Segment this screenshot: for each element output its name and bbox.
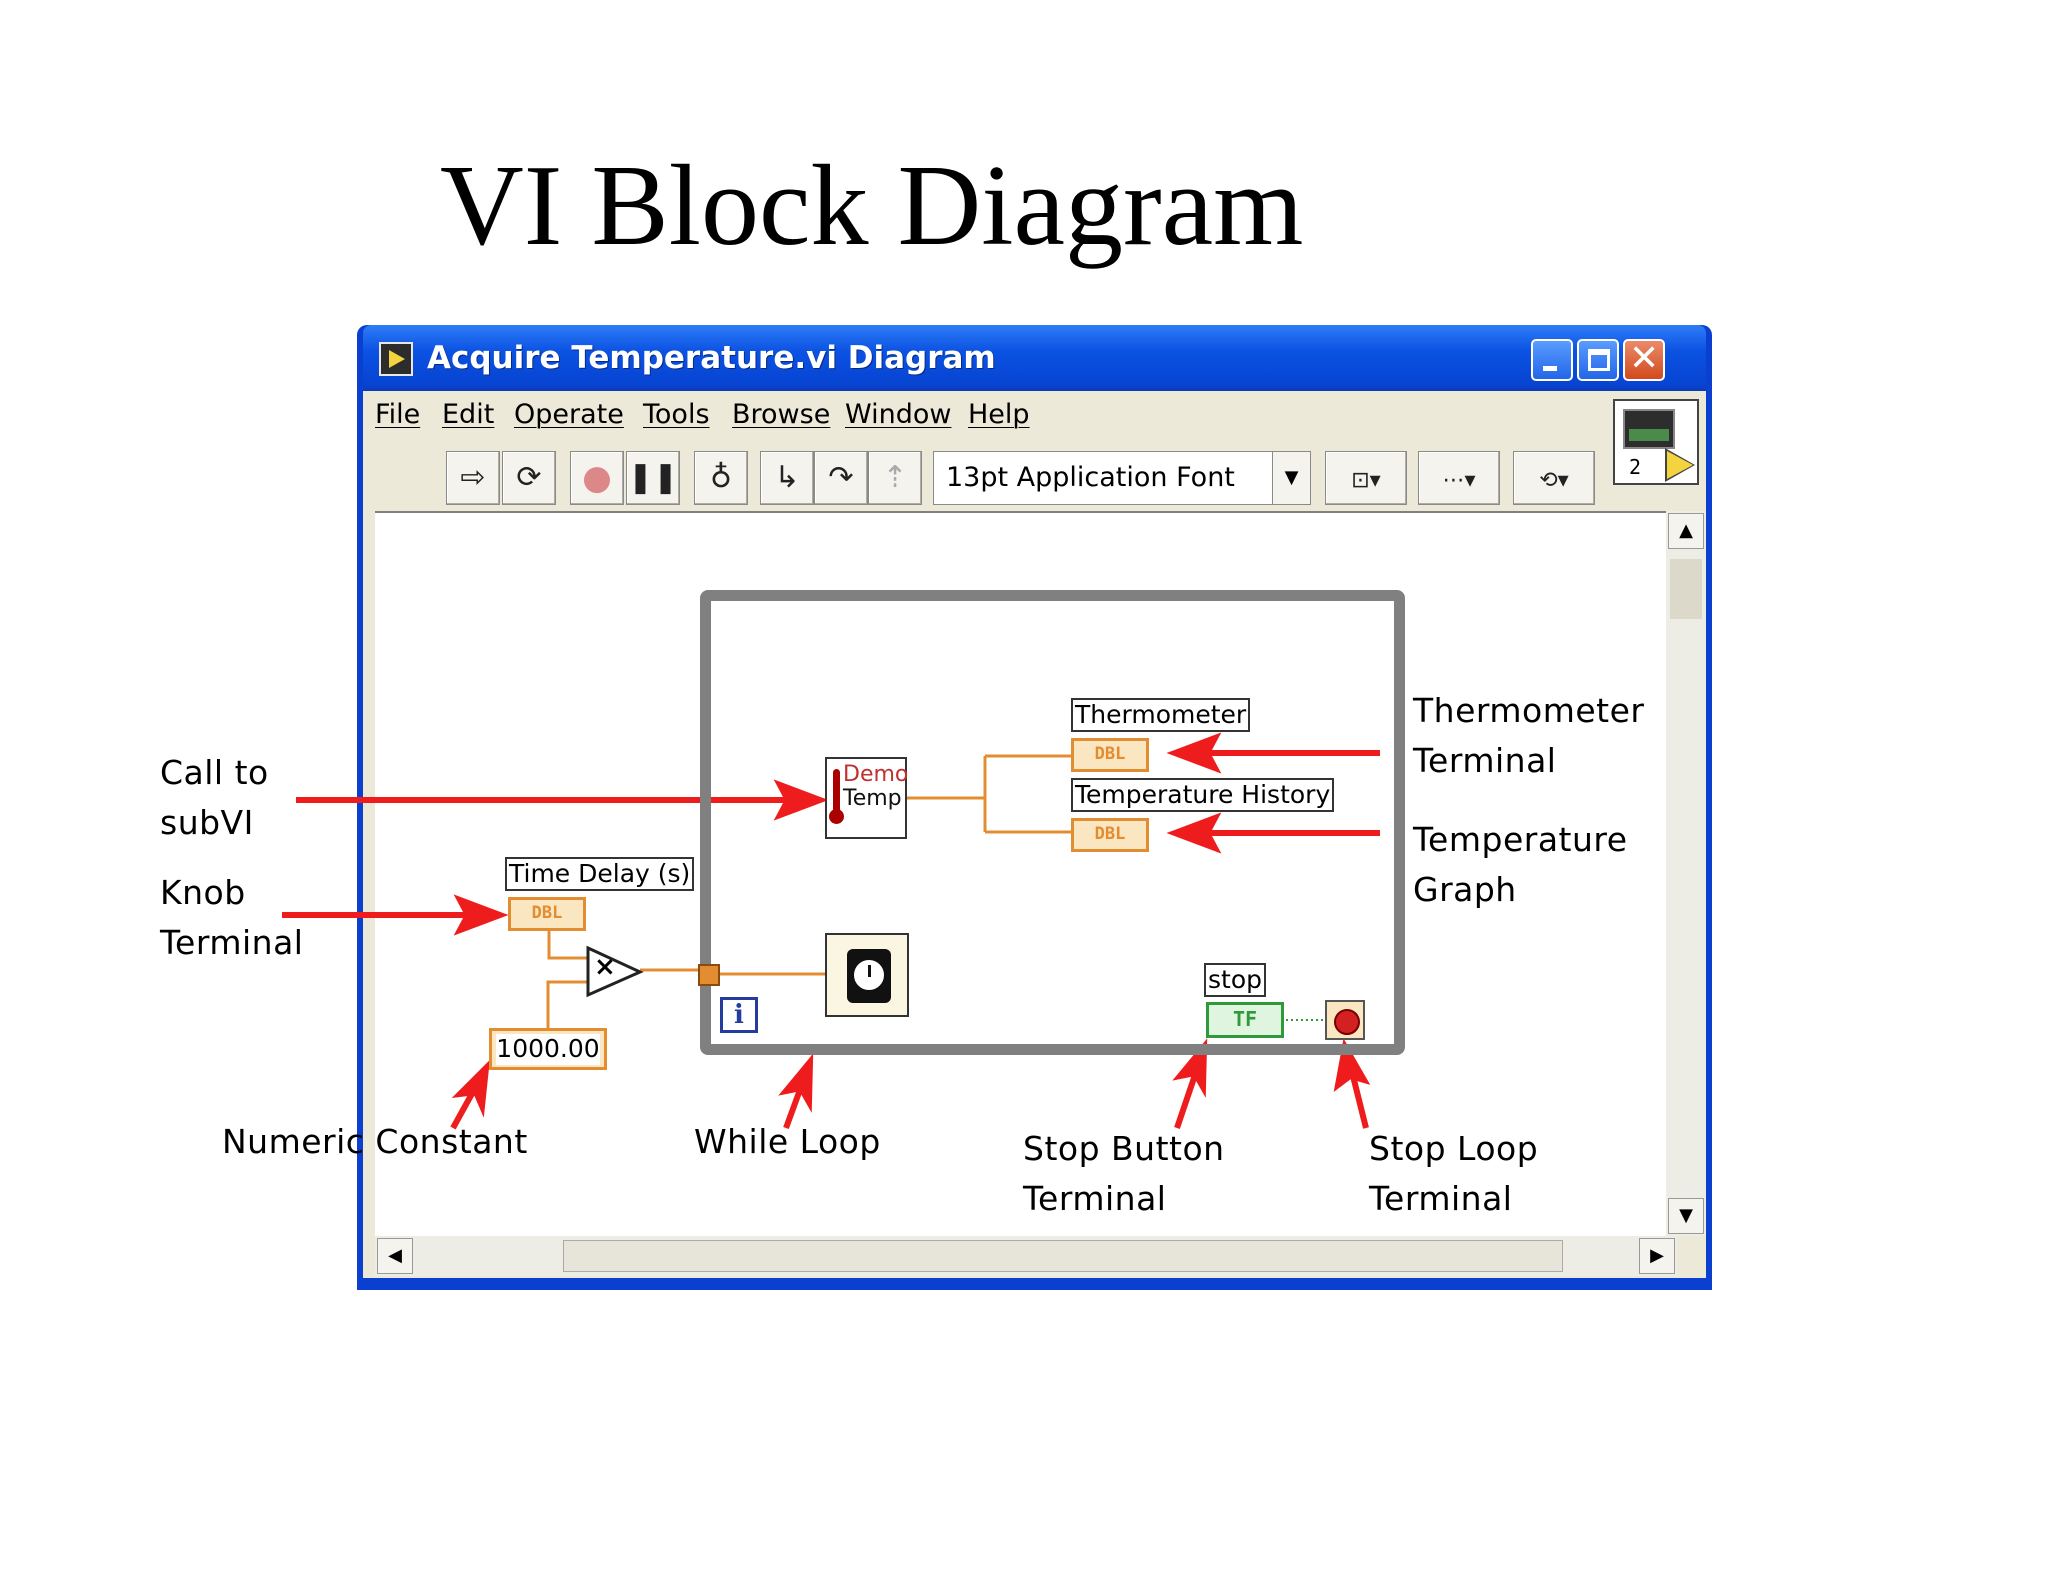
callout-graph-line1: Temperature [1413,820,1628,859]
stop-button-terminal-type: TF [1232,1007,1258,1031]
while-loop[interactable] [700,590,1405,1055]
align-icon: ⊡▾ [1351,468,1381,493]
stop-button-terminal[interactable]: TF [1206,1002,1284,1038]
time-delay-label[interactable]: Time Delay (s) [505,857,695,891]
play-icon [1667,451,1693,479]
multiply-symbol: × [594,952,616,982]
vertical-scrollbar[interactable]: ▲ ▼ [1666,511,1706,1236]
menu-file[interactable]: File [375,399,421,430]
run-continuously-icon: ⟳ [516,460,542,495]
maximize-icon [1588,349,1610,371]
pause-icon: ❚❚ [627,460,679,495]
callout-while-loop: While Loop [694,1122,881,1161]
minimize-icon [1543,366,1557,371]
temperature-history-label[interactable]: Temperature History [1071,778,1335,812]
numeric-constant[interactable]: 1000.00 [489,1028,607,1070]
step-into-icon: ↳ [774,460,800,495]
menu-browse[interactable]: Browse [732,399,831,430]
numeric-constant-value: 1000.00 [496,1034,600,1065]
distribute-icon: ⋯▾ [1442,468,1476,493]
callout-thermometer-line2: Terminal [1413,741,1557,780]
horizontal-scroll-thumb[interactable] [563,1240,1563,1272]
wait-function[interactable] [825,933,909,1017]
thermometer-terminal-type: DBL [1094,744,1126,764]
reorder-button[interactable]: ⟲▾ [1513,451,1595,505]
menu-window[interactable]: Window [845,399,952,430]
step-out-icon: ⇡ [882,460,908,495]
step-out-button[interactable]: ⇡ [868,451,922,505]
labview-app-icon [379,342,413,376]
scroll-down-icon[interactable]: ▼ [1668,1198,1704,1234]
callout-call-subvi-line1: Call to [160,753,269,792]
align-objects-button[interactable]: ⊡▾ [1325,451,1407,505]
pause-button[interactable]: ❚❚ [626,451,680,505]
maximize-button[interactable] [1577,339,1619,381]
callout-graph-line2: Graph [1413,870,1517,909]
font-select[interactable]: 13pt Application Font ▼ [933,451,1311,505]
menu-tools[interactable]: Tools [643,399,710,430]
step-over-icon: ↷ [828,460,854,495]
thermometer-icon [829,769,844,824]
knob-terminal[interactable]: DBL [508,897,586,931]
font-select-value: 13pt Application Font [946,462,1235,493]
callout-knob-line1: Knob [160,873,246,912]
callout-stop-loop-line2: Terminal [1369,1179,1513,1218]
stop-label[interactable]: stop [1204,963,1266,997]
run-arrow-icon: ⇨ [460,460,486,495]
chevron-down-icon[interactable]: ▼ [1272,452,1310,504]
distribute-objects-button[interactable]: ⋯▾ [1418,451,1500,505]
monitor-icon [1623,409,1675,449]
scroll-left-icon[interactable]: ◀ [377,1238,413,1274]
vertical-scroll-thumb[interactable] [1670,559,1702,619]
menu-edit[interactable]: Edit [442,399,495,430]
slide-title: VI Block Diagram [440,142,1304,270]
title-bar[interactable]: Acquire Temperature.vi Diagram ✕ [363,325,1706,391]
knob-terminal-type: DBL [531,903,563,923]
minimize-button[interactable] [1531,339,1573,381]
scroll-up-icon[interactable]: ▲ [1668,513,1704,549]
menu-operate[interactable]: Operate [514,399,624,430]
temperature-graph-terminal-type: DBL [1094,824,1126,844]
callout-stop-loop-line1: Stop Loop [1369,1129,1539,1168]
watch-icon [847,949,891,1003]
callout-numeric-constant: Numeric Constant [222,1122,528,1161]
step-over-button[interactable]: ↷ [814,451,868,505]
vi-icon-number: 2 [1629,455,1642,479]
run-button[interactable]: ⇨ [446,451,500,505]
highlight-execution-button[interactable]: ♁ [694,451,748,505]
subvi-label-temp: Temp [843,786,902,811]
watch-face-icon [852,958,886,992]
loop-tunnel[interactable] [698,964,720,986]
callout-thermometer-line1: Thermometer [1413,691,1645,730]
stop-condition-terminal[interactable] [1325,1000,1365,1040]
scroll-right-icon[interactable]: ▶ [1639,1238,1675,1274]
horizontal-scrollbar[interactable]: ◀ ▶ [375,1236,1677,1276]
abort-icon: ● [582,458,612,498]
window-client: File Edit Operate Tools Browse Window He… [363,391,1706,1278]
callout-stop-button-line1: Stop Button [1023,1129,1225,1168]
callout-call-subvi-line2: subVI [160,803,254,842]
window-title: Acquire Temperature.vi Diagram [427,340,996,376]
vi-icon[interactable]: 2 [1613,399,1699,485]
iteration-terminal[interactable]: i [720,997,758,1033]
close-button[interactable]: ✕ [1623,338,1665,381]
lightbulb-icon: ♁ [710,460,732,495]
demo-temp-subvi[interactable]: Demo Temp [825,757,909,839]
step-into-button[interactable]: ↳ [760,451,814,505]
menu-help[interactable]: Help [968,399,1030,430]
run-continuously-button[interactable]: ⟳ [502,451,556,505]
thermometer-label[interactable]: Thermometer [1071,698,1251,732]
subvi-label-demo: Demo [843,762,909,787]
callout-knob-line2: Terminal [160,923,304,962]
callout-stop-button-line2: Terminal [1023,1179,1167,1218]
temperature-graph-terminal[interactable]: DBL [1071,818,1149,852]
close-icon: ✕ [1629,338,1660,379]
reorder-icon: ⟲▾ [1539,468,1569,493]
abort-button[interactable]: ● [570,451,624,505]
diagram-window: Acquire Temperature.vi Diagram ✕ File Ed… [357,325,1712,1290]
thermometer-terminal[interactable]: DBL [1071,738,1149,772]
